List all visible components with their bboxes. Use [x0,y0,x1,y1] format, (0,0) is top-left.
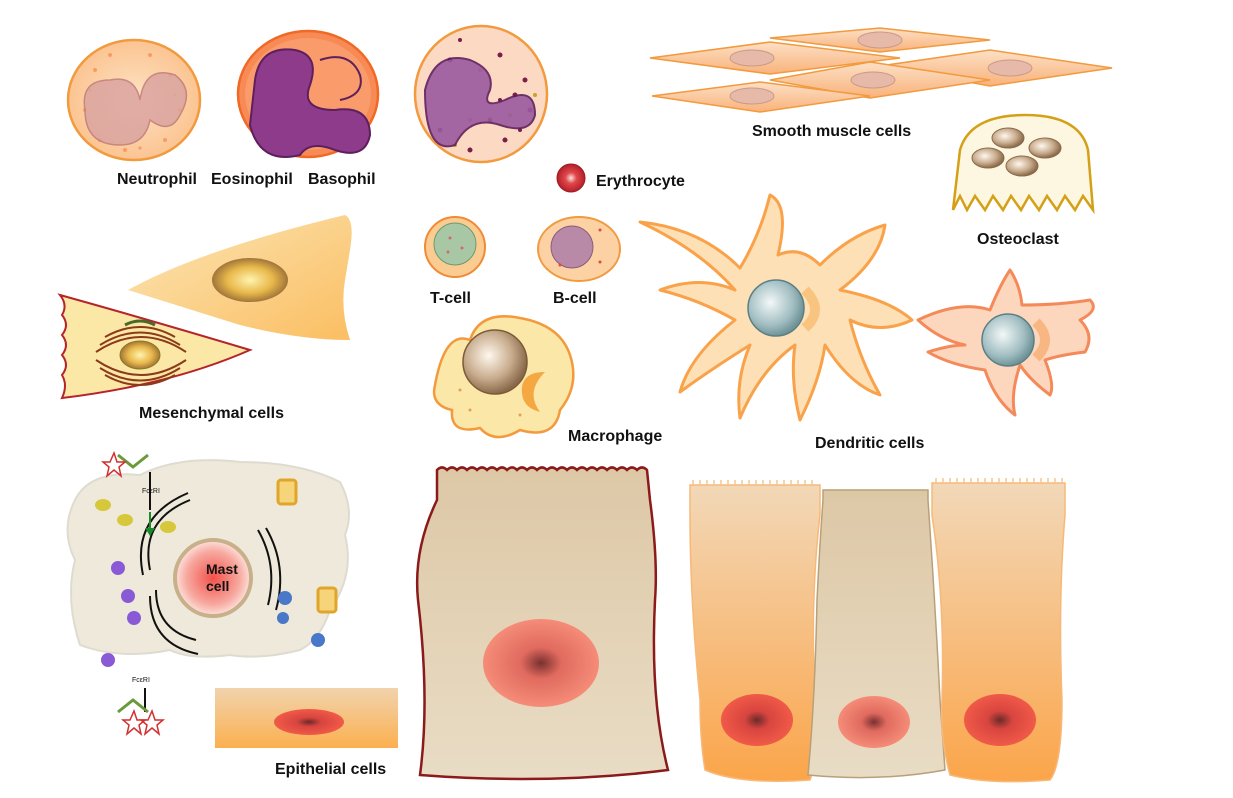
basophil-cell [413,24,549,164]
t-cell [424,216,486,278]
granule-purple [101,561,141,667]
label-basophil: Basophil [308,171,376,188]
label-mast-line1: Mast [206,561,238,577]
epithelial-cell-row [689,478,1066,783]
label-macrophage: Macrophage [568,428,662,445]
neutrophil-cell [66,38,202,162]
label-eosinophil: Eosinophil [211,171,293,188]
label-smooth-muscle: Smooth muscle cells [752,123,911,140]
erythrocyte-cell [556,163,586,193]
label-erythrocyte: Erythrocyte [596,173,685,190]
label-fceri-top: FcεRI [142,488,160,495]
label-osteoclast: Osteoclast [977,231,1059,248]
mast-cell [66,450,350,737]
epithelial-flat-cell [215,688,398,748]
b-cell [537,216,621,282]
label-neutrophil: Neutrophil [117,171,197,188]
label-mast-line2: cell [206,578,229,594]
macrophage-cell [432,315,575,439]
smooth-muscle-cells [649,27,1113,113]
eosinophil-cell [236,29,380,159]
mesenchymal-cells [57,215,352,400]
label-t-cell: T-cell [430,290,471,307]
label-epithelial: Epithelial cells [275,761,386,778]
epithelial-columnar-cell [415,466,670,781]
label-fceri-bottom: FcεRI [132,677,150,684]
label-dendritic: Dendritic cells [815,435,924,452]
label-mesenchymal: Mesenchymal cells [139,405,284,422]
label-b-cell: B-cell [553,290,597,307]
dendritic-cell-large [638,193,914,422]
osteoclast-cell [951,113,1095,215]
dendritic-cell-small [916,268,1095,417]
